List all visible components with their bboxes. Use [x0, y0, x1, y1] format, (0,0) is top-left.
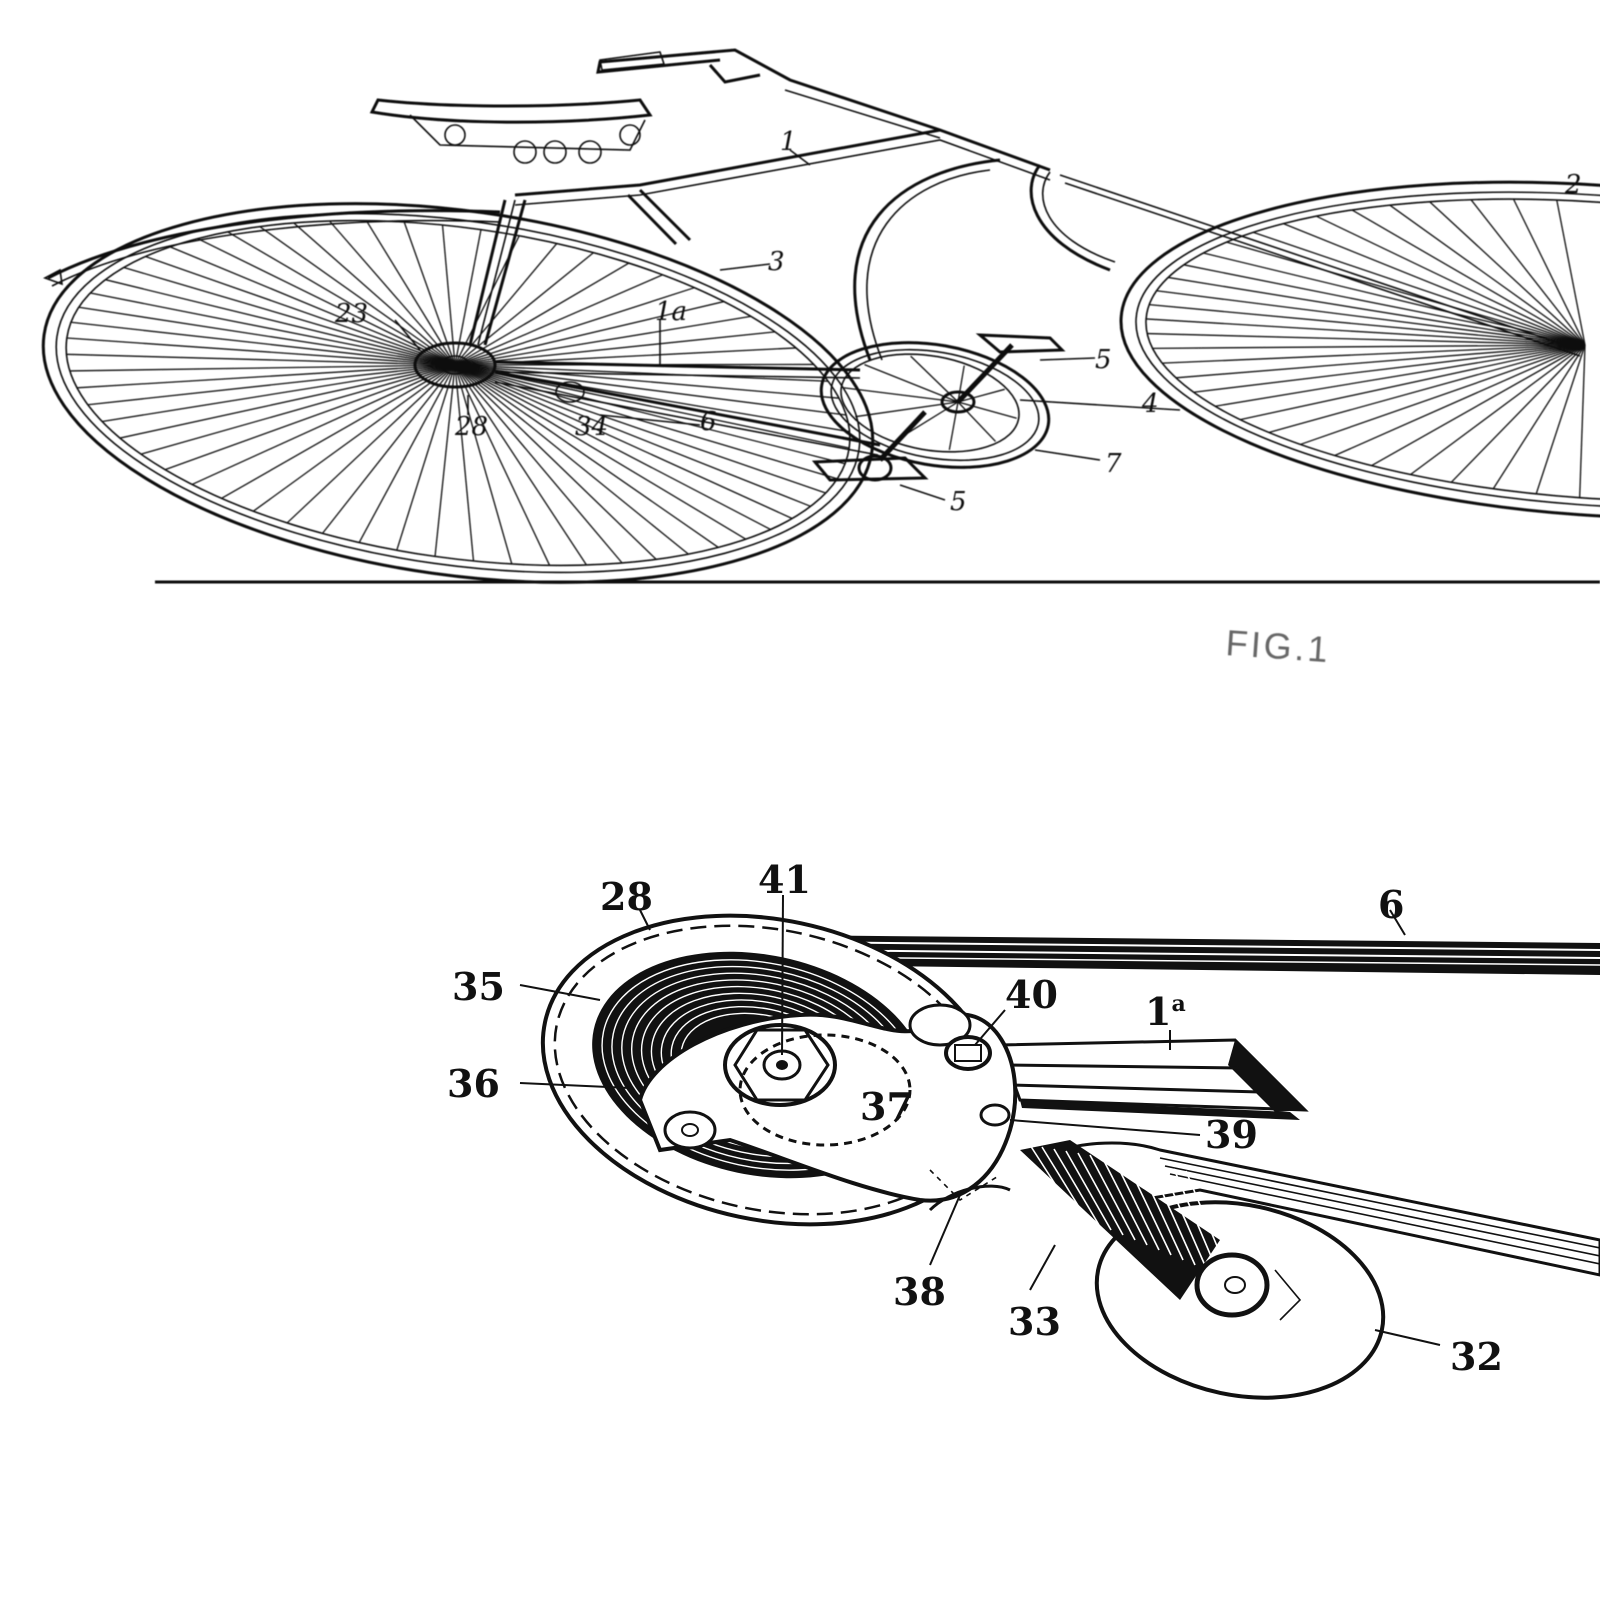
rear-hub	[413, 341, 497, 389]
fig1-label-clip: 34	[575, 412, 608, 442]
fig1-label-pedal-upper: 5	[1095, 345, 1112, 375]
lower-arm	[1020, 1140, 1600, 1400]
fig1-label-pedal-lower: 5	[950, 487, 967, 517]
fig2-hub-detail: 28 41 6 35 40 1a 36 37 39 38 33 32	[447, 857, 1600, 1400]
fig2-label-disc: 32	[1450, 1334, 1503, 1379]
bolt-40	[944, 1035, 992, 1071]
fig1-bicycle: 1 1a 23 2 3 4 5 5 6 7 28 34 FIG.1	[41, 48, 1600, 670]
fig2-label-stay: 6	[1378, 882, 1404, 927]
fig1-leader-lines	[394, 149, 1181, 501]
pedal-upper	[975, 333, 1066, 354]
fig1-label-rear-hub: 23	[334, 299, 368, 329]
rear-mudguard	[47, 209, 501, 280]
stay-bar	[780, 935, 1600, 975]
bicycle-frame	[369, 48, 1581, 456]
handlebar-grip	[599, 51, 666, 71]
fig1-label-fork: 3	[768, 247, 785, 277]
chainring	[811, 333, 1066, 482]
fig2-label-clamp: 38	[893, 1269, 946, 1314]
tube-1a	[997, 1038, 1309, 1120]
fig1-label-hub-casing: 28	[454, 412, 488, 442]
front-wheel-spokes	[1146, 198, 1586, 498]
cap-plate-37	[637, 1003, 1018, 1212]
fig2-leader-lines	[519, 894, 1441, 1346]
fig1-label-frame-a: 1a	[655, 297, 687, 327]
pedal-lower	[811, 456, 929, 482]
fig2-label-arm: 33	[1008, 1299, 1061, 1344]
fig1-caption: FIG.1	[1224, 622, 1332, 670]
rear-wheel-spokes	[66, 220, 850, 566]
fig1-label-frame: 1	[780, 127, 797, 157]
fig1-label-front-hub: 2	[1564, 170, 1582, 200]
fig1-label-chain-guard: 7	[1105, 449, 1122, 479]
fig2-label-casing: 28	[600, 874, 653, 919]
fig1-label-chain-stay: 6	[700, 407, 717, 437]
front-wheel	[1119, 180, 1600, 520]
fig2-label-bracket: 39	[1205, 1112, 1258, 1157]
fig2-label-axle: 41	[758, 857, 811, 902]
fig1-label-sprocket: 4	[1141, 389, 1159, 419]
fig2-label-lug: 36	[447, 1061, 500, 1106]
fig2-label-cap: 37	[860, 1084, 913, 1129]
arm-33	[1020, 1140, 1220, 1300]
saddle	[369, 98, 653, 124]
fig2-label-plate: 35	[452, 964, 505, 1009]
fig2-label-bolt-slot: 40	[1005, 972, 1058, 1017]
rear-wheel	[41, 202, 875, 584]
fig2-label-tube: 1a	[1145, 989, 1186, 1034]
